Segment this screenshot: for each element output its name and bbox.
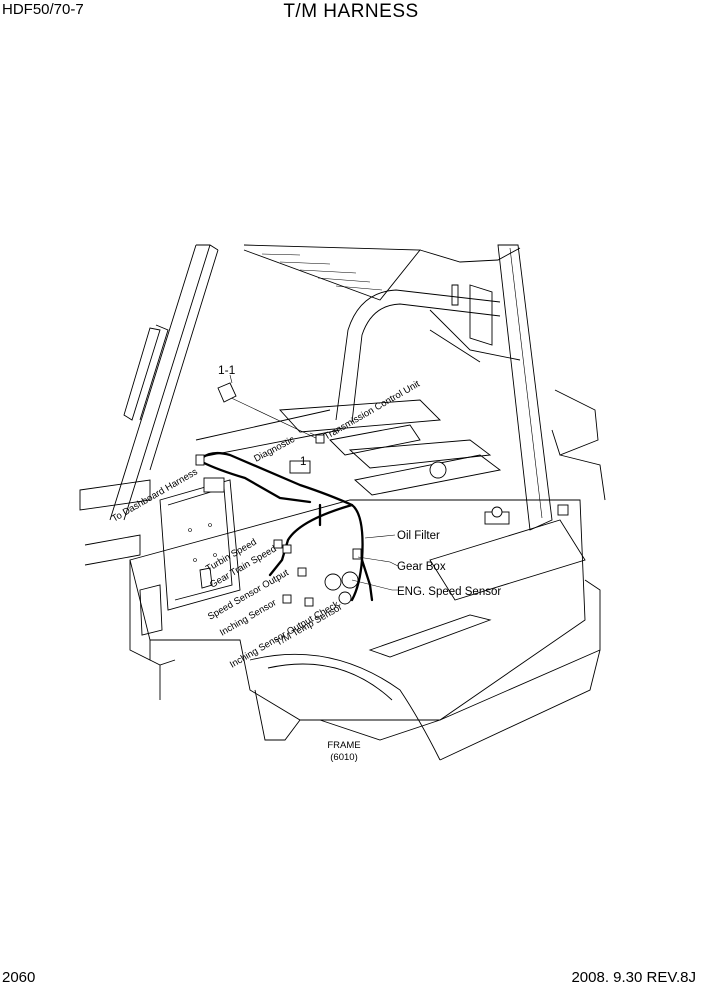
revision-date: 2008. 9.30 REV.8J	[571, 969, 696, 986]
forklift-frame-drawing-icon	[79, 244, 606, 761]
model-code: HDF50/70-7	[2, 1, 84, 18]
harness-connector-icon	[195, 382, 362, 607]
gear-box-label: Gear Box	[397, 561, 446, 573]
to-dashboard-harness-label: To Dashboard Harness	[110, 466, 200, 524]
ref-1-label: 1	[300, 456, 306, 468]
frame-label: FRAME	[327, 740, 360, 751]
frame-number-label: (6010)	[330, 752, 357, 763]
diagnostic-label: Diagnostic	[252, 434, 297, 465]
oil-filter-label: Oil Filter	[397, 530, 440, 542]
ref-1-1-label: 1-1	[218, 363, 236, 377]
page-title: T/M HARNESS	[283, 1, 419, 22]
page-number: 2060	[2, 969, 36, 986]
tm-temp-sensor-label: T/M Temp Sensor	[274, 602, 344, 649]
wiring-harness	[200, 394, 374, 602]
eng-speed-sensor-label: ENG. Speed Sensor	[397, 586, 501, 598]
